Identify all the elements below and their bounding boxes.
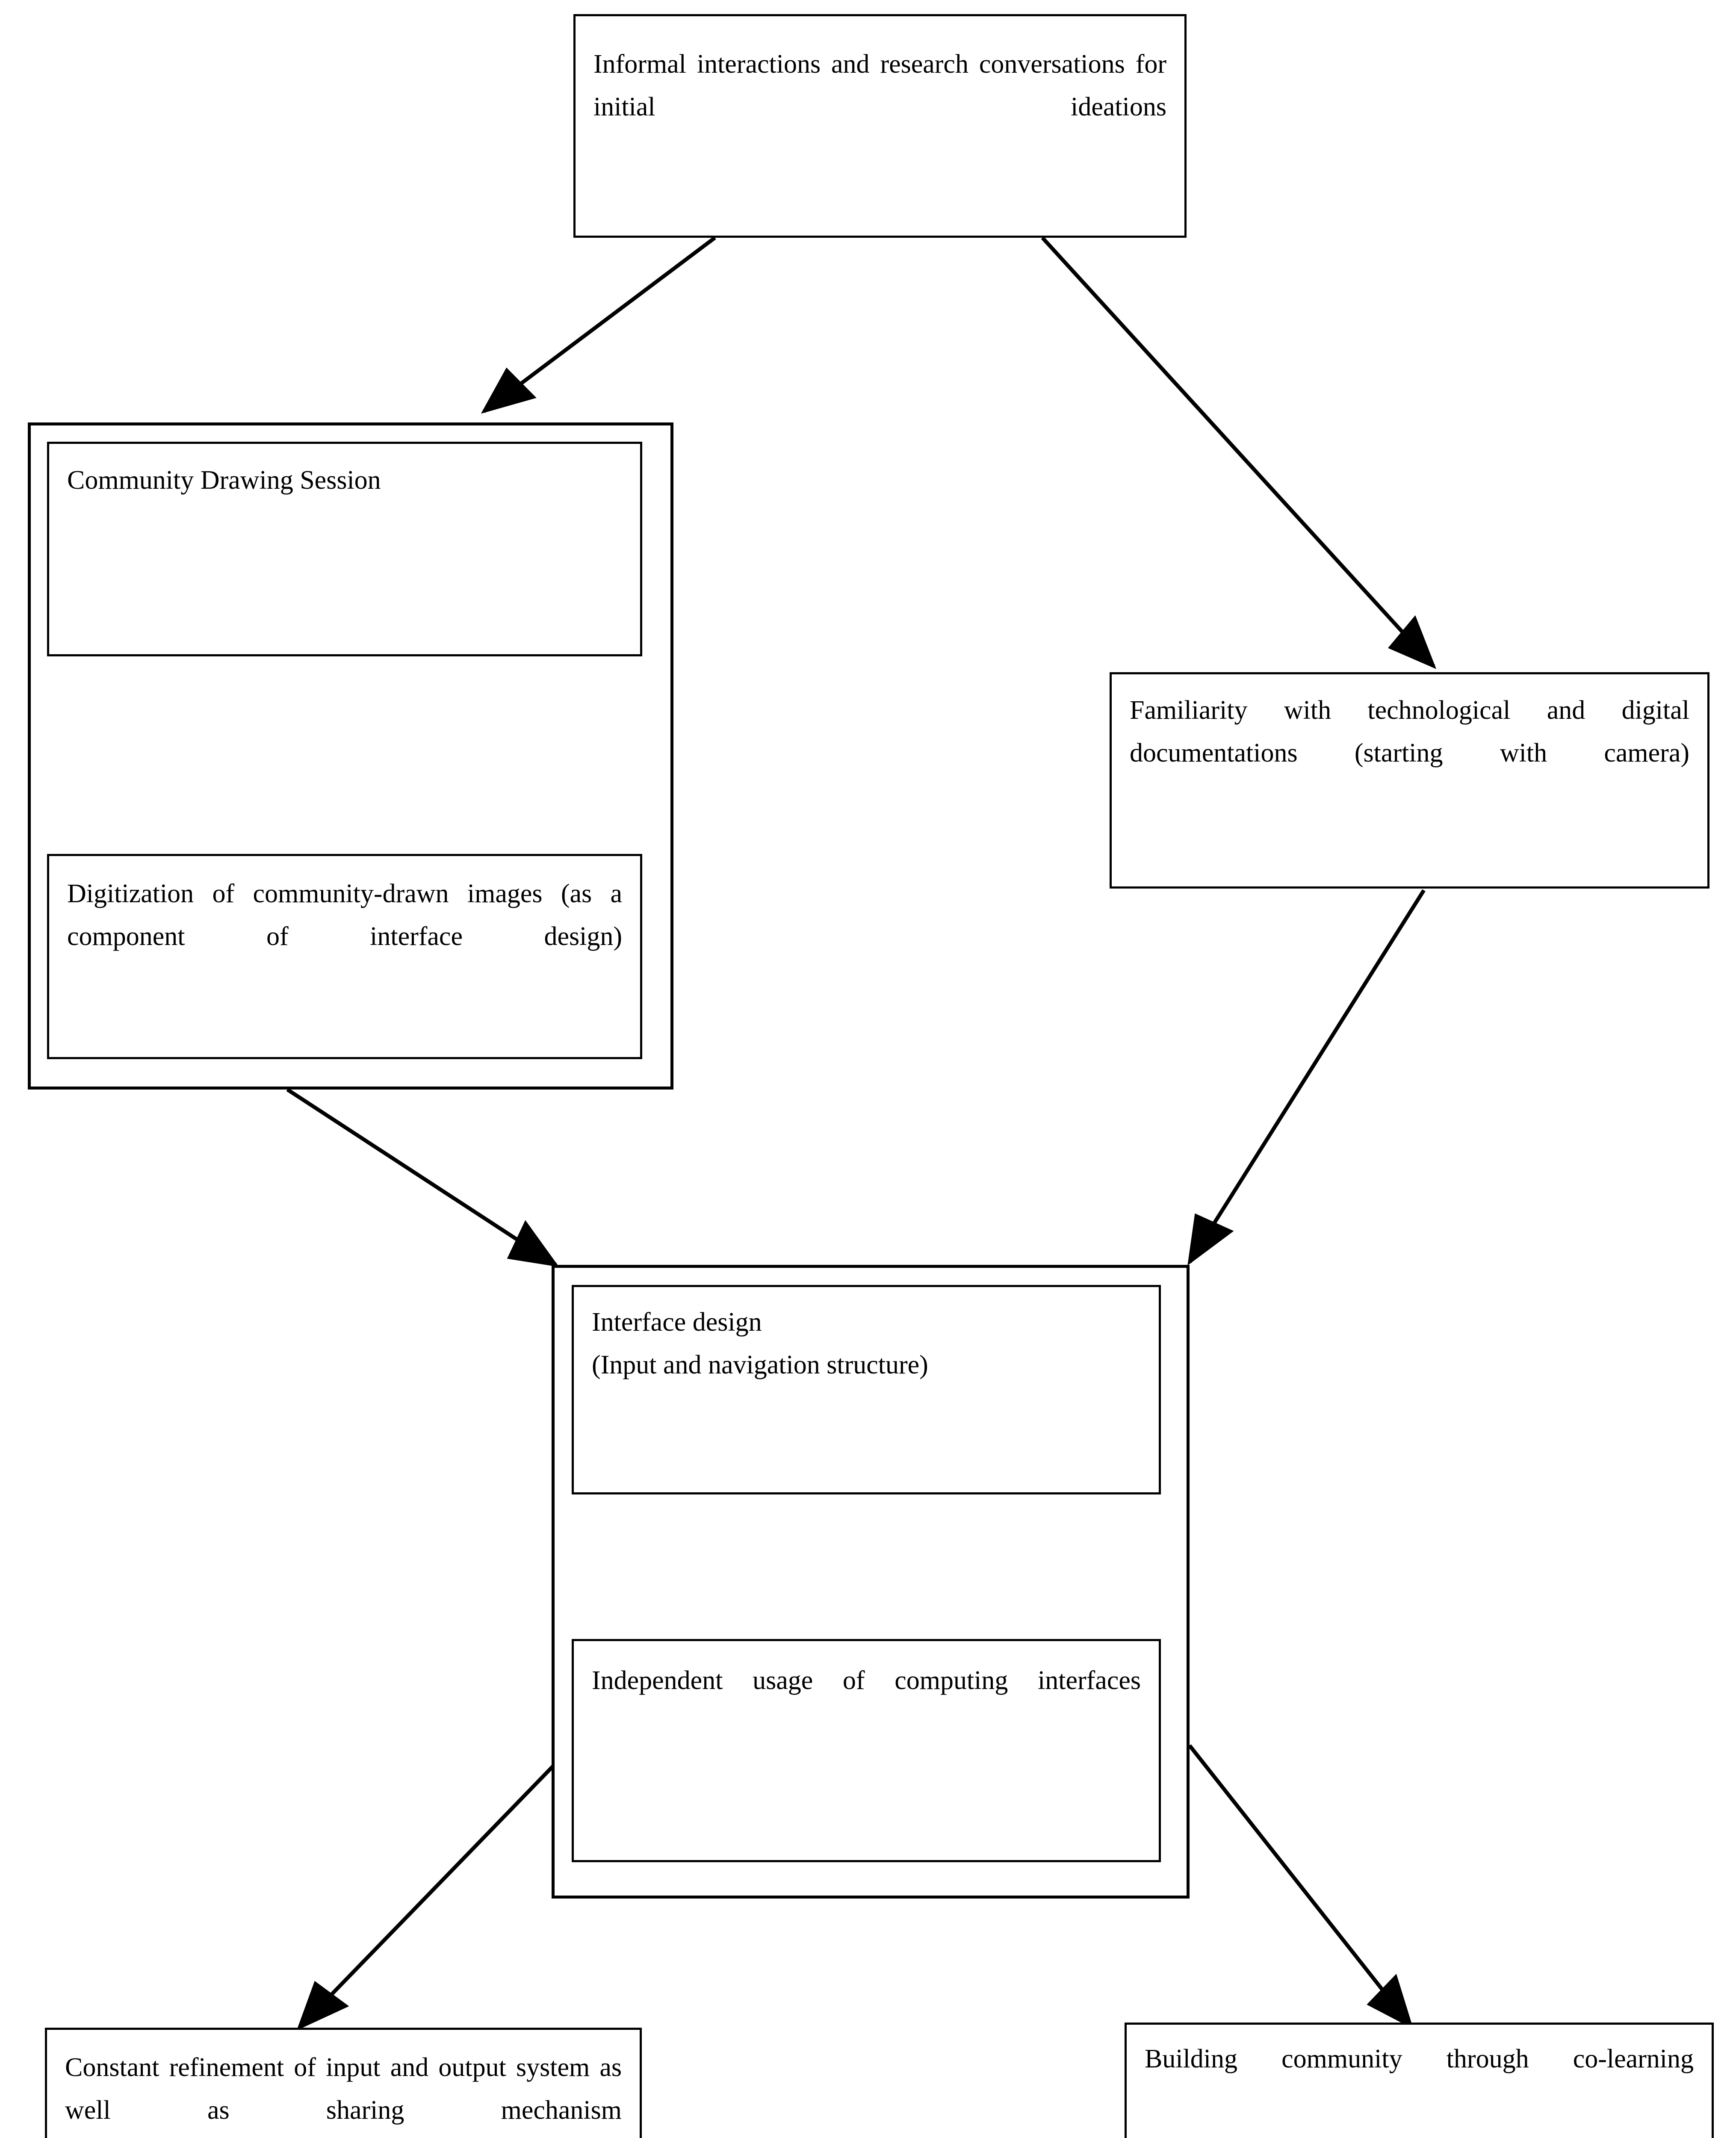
node-ideation[interactable]: Informal interactions and research conve… bbox=[573, 14, 1187, 238]
edge-ideation-to-community-group bbox=[481, 236, 716, 414]
node-digitization[interactable]: Digitization of community-drawn images (… bbox=[47, 854, 642, 1059]
edge-interface-group-to-co-learning bbox=[1188, 1744, 1414, 2029]
node-refinement[interactable]: Constant refinement of input and output … bbox=[45, 2028, 642, 2138]
edge-interface-group-to-refinement bbox=[296, 1754, 565, 2031]
edge-community-group-to-interface-group bbox=[286, 1088, 559, 1267]
node-refinement-label: Constant refinement of input and output … bbox=[65, 2053, 622, 2125]
node-interface-design-label: Interface design (Input and navigation s… bbox=[592, 1308, 928, 1380]
edge-ideation-to-familiarity bbox=[1041, 236, 1437, 669]
node-digitization-label: Digitization of community-drawn images (… bbox=[67, 879, 622, 951]
node-independent-usage-label: Independent usage of computing interface… bbox=[592, 1666, 1141, 1695]
node-co-learning-label: Building community through co-learning bbox=[1145, 2044, 1694, 2073]
node-drawing-session[interactable]: Community Drawing Session bbox=[47, 442, 642, 656]
node-interface-design[interactable]: Interface design (Input and navigation s… bbox=[572, 1285, 1161, 1494]
node-familiarity-label: Familiarity with technological and digit… bbox=[1130, 696, 1689, 768]
edge-familiarity-to-interface-group bbox=[1187, 889, 1426, 1266]
node-drawing-session-label: Community Drawing Session bbox=[67, 466, 381, 495]
node-ideation-label: Informal interactions and research conve… bbox=[593, 50, 1166, 122]
node-familiarity[interactable]: Familiarity with technological and digit… bbox=[1110, 672, 1709, 889]
node-independent-usage[interactable]: Independent usage of computing interface… bbox=[572, 1639, 1161, 1862]
node-co-learning[interactable]: Building community through co-learning bbox=[1125, 2023, 1714, 2138]
group-interface[interactable]: Interface design (Input and navigation s… bbox=[552, 1265, 1190, 1899]
group-community[interactable]: Community Drawing Session Digitization o… bbox=[28, 422, 673, 1090]
